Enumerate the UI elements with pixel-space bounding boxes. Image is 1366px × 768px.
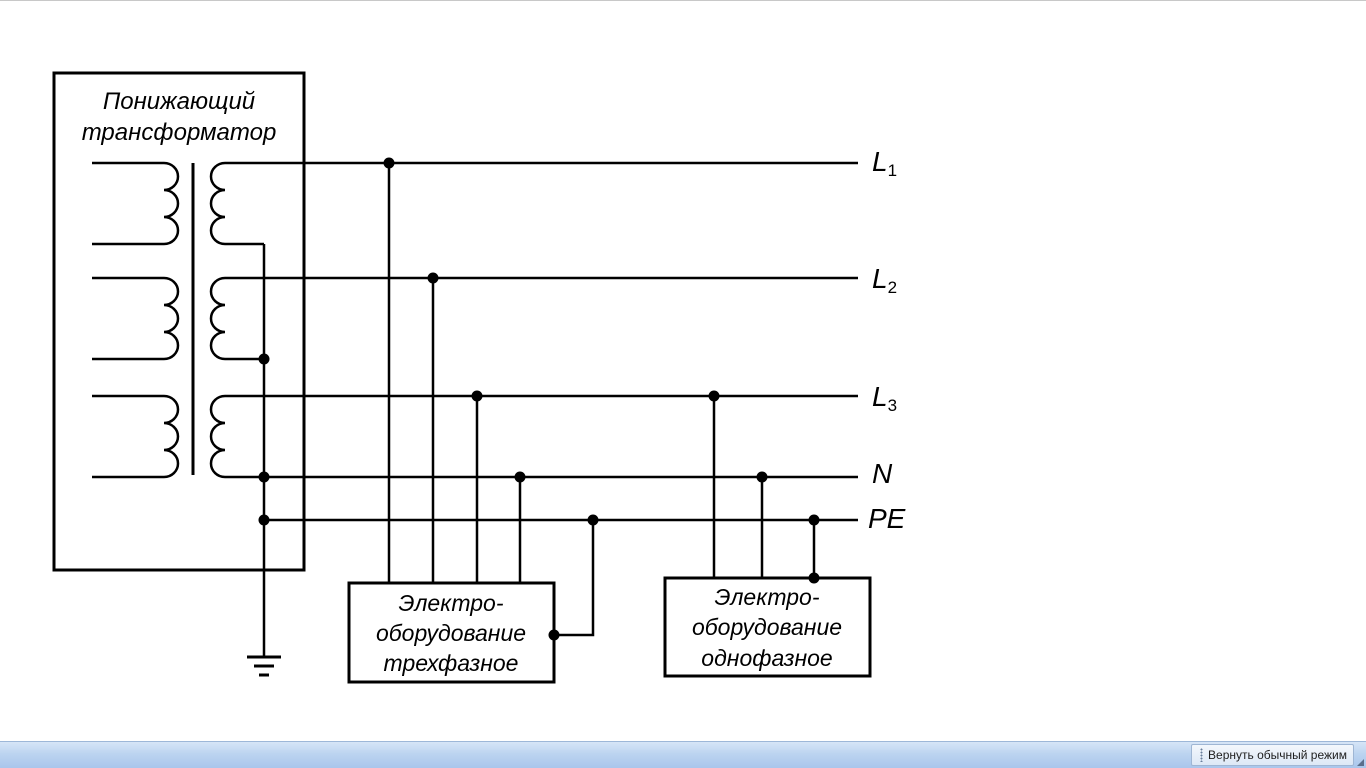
equipment-single-phase-line1: Электро- (715, 584, 820, 610)
secondary-winding-3 (209, 394, 304, 479)
single-phase-taps (712, 396, 816, 578)
three-phase-taps (387, 163, 595, 637)
status-bar: Вернуть обычный режим (0, 741, 1366, 768)
transformer-box (52, 71, 306, 572)
junction-dot (258, 471, 270, 483)
ground-icon (247, 655, 281, 677)
junction-dots (258, 157, 820, 641)
junction-dot (756, 471, 768, 483)
equipment-single-phase-box (663, 576, 872, 678)
transformer-windings (92, 161, 304, 479)
conductors (264, 161, 858, 522)
label-n: N (872, 458, 893, 489)
junction-dot (808, 514, 820, 526)
label-l1: L1 (872, 146, 897, 180)
resize-corner-icon[interactable] (1357, 759, 1364, 766)
tn-s-wiring-diagram: Понижающий трансформатор (52, 71, 906, 684)
primary-winding-3 (92, 394, 180, 479)
junction-dot (383, 157, 395, 169)
restore-normal-view-label: Вернуть обычный режим (1208, 748, 1347, 762)
junction-dot (587, 514, 599, 526)
equipment-single-phase-line3: однофазное (701, 645, 832, 671)
label-l3: L3 (872, 381, 897, 415)
transformer-label-line1: Понижающий (103, 88, 255, 115)
junction-dot (708, 390, 720, 402)
junction-dot (427, 272, 439, 284)
junction-dot (258, 353, 270, 365)
equipment-single-phase-line2: оборудование (692, 614, 842, 640)
secondary-winding-2 (209, 276, 304, 361)
junction-dot (548, 629, 560, 641)
slide-canvas: Понижающий трансформатор (0, 0, 1366, 684)
junction-dot (258, 514, 270, 526)
junction-dot (808, 572, 820, 584)
equipment-three-phase-line3: трехфазное (384, 650, 519, 676)
transformer-label-line2: трансформатор (82, 119, 277, 146)
restore-normal-view-button[interactable]: Вернуть обычный режим (1191, 744, 1364, 766)
equipment-three-phase-box (347, 581, 556, 684)
secondary-winding-1 (209, 161, 304, 246)
label-l2: L2 (872, 263, 897, 297)
junction-dot (471, 390, 483, 402)
primary-winding-2 (92, 276, 180, 361)
label-pe: PE (868, 503, 906, 534)
junction-dot (514, 471, 526, 483)
equipment-three-phase-line2: оборудование (376, 620, 526, 646)
grip-icon (1200, 748, 1204, 762)
primary-winding-1 (92, 161, 180, 246)
equipment-three-phase-line1: Электро- (399, 590, 504, 616)
